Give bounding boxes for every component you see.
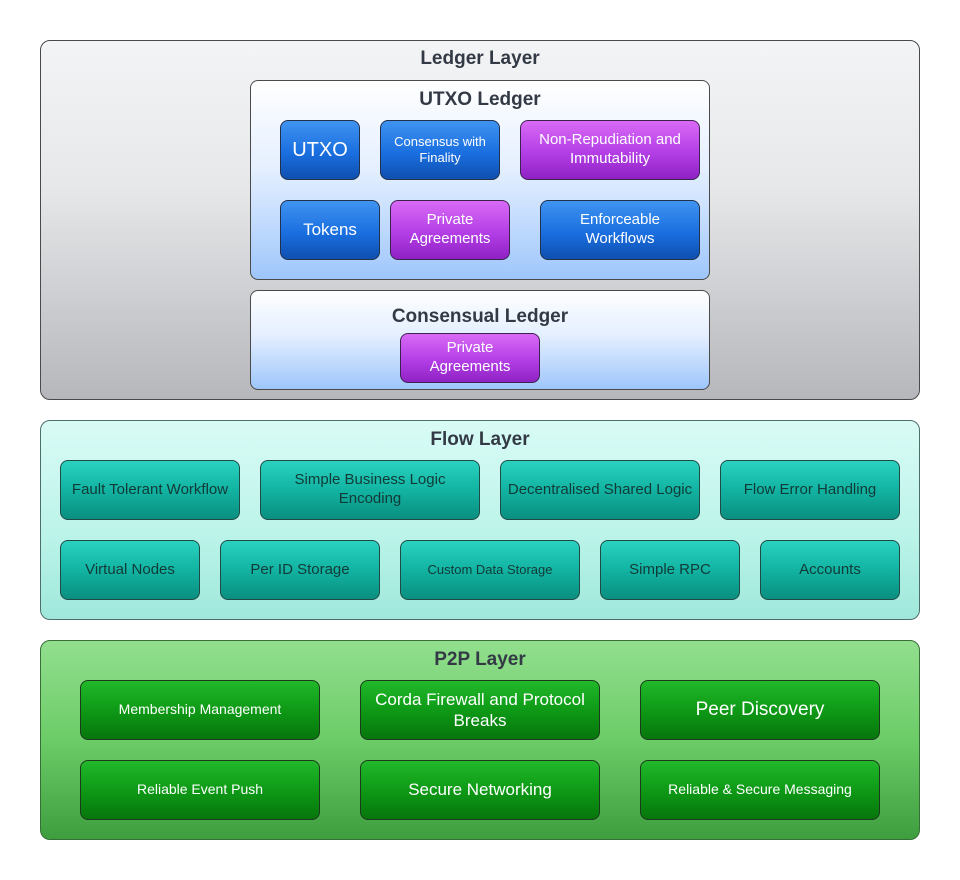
flow-error-handling-box: Flow Error Handling [720,460,900,520]
consensus-with-finality-box: Consensus with Finality [380,120,500,180]
decentralised-shared-logic-box: Decentralised Shared Logic [500,460,700,520]
utxo-ledger-title: UTXO Ledger [419,89,541,110]
peer-discovery-box: Peer Discovery [640,680,880,740]
flow-layer-title: Flow Layer [430,429,530,450]
utxo-box: UTXO [280,120,360,180]
consensual-ledger-title: Consensual Ledger [391,306,569,327]
membership-management-box: Membership Management [80,680,320,740]
private-agreements-consensual-box: Private Agreements [400,333,540,383]
custom-data-storage-box: Custom Data Storage [400,540,580,600]
private-agreements-utxo-box: Private Agreements [390,200,510,260]
accounts-box: Accounts [760,540,900,600]
reliable-secure-messaging-box: Reliable & Secure Messaging [640,760,880,820]
corda-firewall-box: Corda Firewall and Protocol Breaks [360,680,600,740]
ledger-layer-title: Ledger Layer [420,48,540,69]
p2p-layer-title: P2P Layer [434,649,526,670]
secure-networking-box: Secure Networking [360,760,600,820]
simple-rpc-box: Simple RPC [600,540,740,600]
non-repudiation-box: Non-Repudiation and Immutability [520,120,700,180]
virtual-nodes-box: Virtual Nodes [60,540,200,600]
per-id-storage-box: Per ID Storage [220,540,380,600]
fault-tolerant-workflow-box: Fault Tolerant Workflow [60,460,240,520]
tokens-box: Tokens [280,200,380,260]
simple-business-logic-box: Simple Business Logic Encoding [260,460,480,520]
reliable-event-push-box: Reliable Event Push [80,760,320,820]
enforceable-workflows-box: Enforceable Workflows [540,200,700,260]
